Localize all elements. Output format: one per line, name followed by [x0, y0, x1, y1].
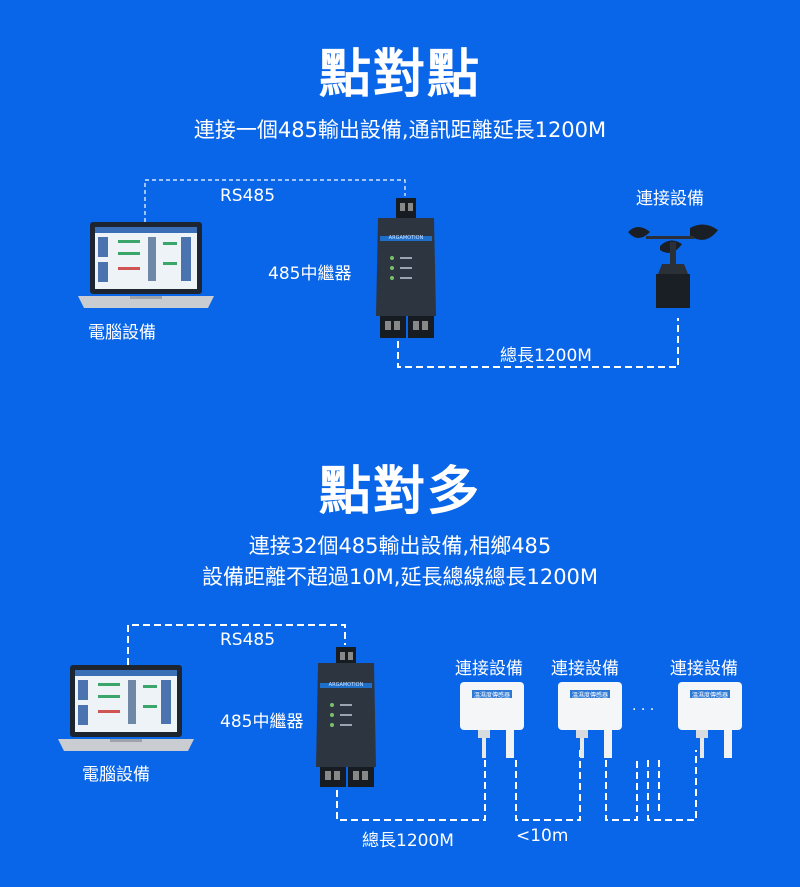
s2-device-label-1: 連接設備 — [455, 659, 523, 679]
sensor-icon — [678, 682, 742, 758]
sensor-panel-text: 溫濕度傳感器 — [473, 692, 510, 699]
section1-subtitle: 連接一個485輸出設備,通訊距離延長1200M — [193, 118, 607, 142]
s2-rs485-wire — [127, 624, 346, 665]
ellipsis: · · · — [632, 702, 655, 718]
s1-device-label: 連接設備 — [636, 189, 704, 209]
s2-long-wire — [336, 750, 486, 821]
s1-computer-label: 電腦設備 — [88, 323, 156, 343]
s1-rs485-label: RS485 — [220, 186, 276, 206]
s2-hop-wire-3 — [647, 750, 697, 821]
repeater-icon — [376, 198, 436, 338]
sensor-panel-text: 溫濕度傳感器 — [571, 692, 608, 699]
s2-device-label-3: 連接設備 — [670, 659, 738, 679]
s1-repeater-label: 485中繼器 — [268, 264, 352, 284]
s2-hop-wire-1 — [515, 750, 581, 821]
s2-spacing-label: <10m — [516, 826, 569, 846]
repeater-brand: ARGAMOTION — [388, 235, 424, 241]
s1-long-wire — [397, 318, 679, 368]
sensor-panel-text: 溫濕度傳感器 — [691, 692, 728, 699]
section1-title: 點對點 — [318, 45, 481, 105]
repeater-icon — [316, 647, 376, 787]
s1-rs485-wire — [144, 179, 406, 222]
section2-title: 點對多 — [318, 462, 481, 522]
s2-repeater-label: 485中繼器 — [220, 712, 304, 732]
sensor-icon — [558, 682, 622, 758]
s1-length-label: 總長1200M — [500, 346, 592, 366]
laptop-icon — [78, 222, 214, 308]
anemometer-icon — [628, 224, 718, 308]
section2-subtitle-line2: 設備距離不超過10M,延長總線總長1200M — [201, 565, 599, 589]
sensor-icon — [460, 682, 524, 758]
repeater-brand: ARGAMOTION — [328, 682, 364, 688]
section2-subtitle-line1: 連接32個485輸出設備,相鄉485 — [248, 534, 552, 558]
s2-rs485-label: RS485 — [220, 630, 276, 650]
s2-length-label: 總長1200M — [362, 831, 454, 851]
laptop-icon — [58, 665, 194, 751]
s2-hop-wire-2 — [605, 760, 638, 821]
s2-computer-label: 電腦設備 — [82, 765, 150, 785]
s2-device-label-2: 連接設備 — [551, 659, 619, 679]
